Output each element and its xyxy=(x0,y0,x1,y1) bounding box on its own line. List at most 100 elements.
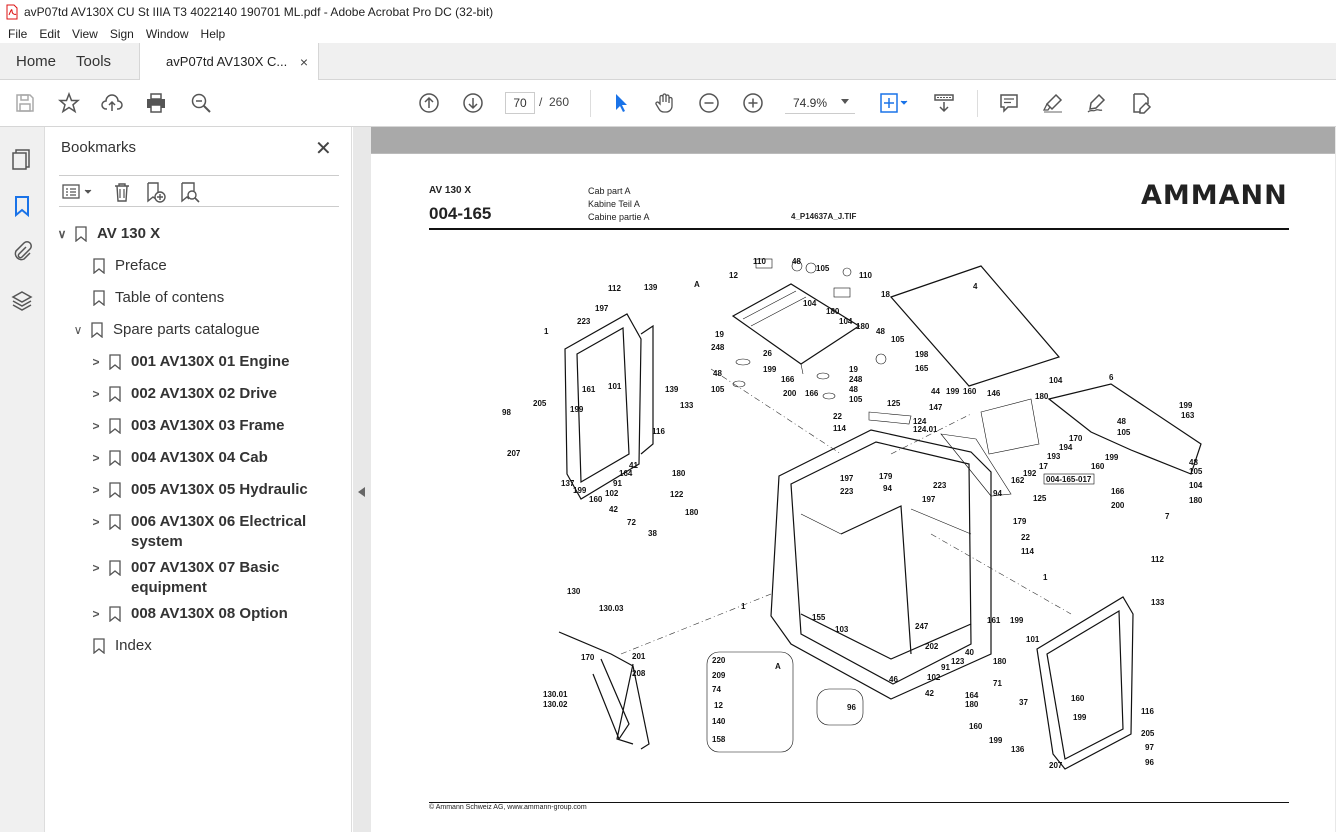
callout-label: 160 xyxy=(969,722,983,731)
zoom-select[interactable]: 74.9% xyxy=(785,92,855,114)
print-icon[interactable] xyxy=(144,91,168,115)
callout-label: 72 xyxy=(627,518,636,527)
bookmark-star-icon[interactable] xyxy=(57,91,81,115)
prev-page-icon[interactable] xyxy=(417,91,441,115)
menu-edit[interactable]: Edit xyxy=(39,26,61,41)
chevron-right-icon[interactable]: > xyxy=(92,451,100,465)
edit-pdf-icon[interactable] xyxy=(1129,91,1153,115)
bookmark-item[interactable]: > 004 AV130X 04 Cab xyxy=(89,448,268,468)
bookmark-item[interactable]: Index xyxy=(73,636,152,656)
callout-label: 165 xyxy=(915,364,929,373)
callout-label: 197 xyxy=(922,495,936,504)
bookmark-item[interactable]: > 003 AV130X 03 Frame xyxy=(89,416,284,436)
bookmarks-toolbar xyxy=(59,175,339,207)
callout-label: 130 xyxy=(567,587,581,596)
chevron-right-icon[interactable]: > xyxy=(92,387,100,401)
bookmark-item[interactable]: > 002 AV130X 02 Drive xyxy=(89,384,277,404)
tab-tools[interactable]: Tools xyxy=(76,53,112,70)
chevron-right-icon[interactable]: > xyxy=(92,607,100,621)
bookmark-item[interactable]: > 001 AV130X 01 Engine xyxy=(89,352,289,372)
next-page-icon[interactable] xyxy=(461,91,485,115)
page-separator: / xyxy=(539,95,543,109)
callout-label: 139 xyxy=(644,283,658,292)
callout-label: A xyxy=(775,662,781,671)
zoom-in-icon[interactable] xyxy=(741,91,765,115)
chevron-down-icon[interactable]: ∨ xyxy=(73,323,83,337)
bookmark-icon xyxy=(109,606,121,622)
hand-icon[interactable] xyxy=(653,91,677,115)
page-total: 260 xyxy=(549,95,570,109)
callout-label: 197 xyxy=(595,304,609,313)
tab-home[interactable]: Home xyxy=(16,53,57,70)
document-view[interactable]: AV 130 X 004-165 Cab part A Kabine Teil … xyxy=(353,127,1336,832)
menu-sign[interactable]: Sign xyxy=(109,26,134,41)
delete-bookmark-icon[interactable] xyxy=(111,181,133,203)
menu-view[interactable]: View xyxy=(72,26,98,41)
callout-label: 48 xyxy=(849,385,858,394)
upload-icon[interactable] xyxy=(100,91,124,115)
bookmark-item[interactable]: ∨ Spare parts catalogue xyxy=(71,320,260,340)
tab-close-icon[interactable]: × xyxy=(299,53,309,70)
menu-window[interactable]: Window xyxy=(145,26,189,41)
chevron-right-icon[interactable]: > xyxy=(92,561,100,575)
callout-label: 130.02 xyxy=(543,700,568,709)
bookmark-item[interactable]: > 005 AV130X 05 Hydraulic xyxy=(89,480,308,500)
bookmark-item[interactable]: > 007 AV130X 07 Basic equipment xyxy=(89,558,321,598)
find-bookmark-icon[interactable] xyxy=(178,181,200,203)
model-label: AV 130 X xyxy=(429,185,472,196)
menu-file[interactable]: File xyxy=(8,26,28,41)
chevron-right-icon[interactable]: > xyxy=(92,483,100,497)
zoom-out-icon[interactable] xyxy=(697,91,721,115)
bookmark-item[interactable]: Preface xyxy=(73,256,167,276)
callout-label: 1 xyxy=(741,602,746,611)
callout-label: 105 xyxy=(711,385,725,394)
callout-label: 94 xyxy=(993,489,1002,498)
callout-label: 180 xyxy=(672,469,686,478)
bookmark-label: AV 130 X xyxy=(97,225,161,242)
callout-label: 105 xyxy=(1189,467,1203,476)
bookmarks-panel-icon[interactable] xyxy=(10,194,34,218)
zoom-search-icon[interactable] xyxy=(189,91,213,115)
sign-icon[interactable] xyxy=(1085,91,1109,115)
page-thumbnails-icon[interactable] xyxy=(10,147,34,171)
bookmark-label: 005 AV130X 05 Hydraulic xyxy=(131,481,308,498)
scroll-mode-icon[interactable] xyxy=(932,91,956,115)
toolbar-divider xyxy=(590,90,591,117)
page-number-input[interactable]: 70 xyxy=(505,92,535,114)
bookmark-item[interactable]: > 008 AV130X 08 Option xyxy=(89,604,288,624)
select-arrow-icon[interactable] xyxy=(609,91,633,115)
chevron-down-icon[interactable]: ∨ xyxy=(57,227,67,241)
callout-label: 179 xyxy=(879,472,893,481)
close-icon[interactable]: ✕ xyxy=(315,138,332,160)
bookmark-item[interactable]: > 006 AV130X 06 Electrical system xyxy=(89,512,321,552)
callout-label: 116 xyxy=(1141,707,1154,716)
callout-label: 104 xyxy=(803,299,817,308)
layers-icon[interactable] xyxy=(10,289,34,313)
tab-document[interactable]: avP07td AV130X C... × xyxy=(139,43,320,80)
bookmark-item[interactable]: ∨ AV 130 X xyxy=(55,224,160,244)
callout-label: 223 xyxy=(840,487,854,496)
bookmark-icon xyxy=(109,418,121,434)
reference-label[interactable]: 004-165-017 xyxy=(1046,475,1092,484)
callout-label: 201 xyxy=(632,652,646,661)
bookmark-label: 007 AV130X 07 Basic equipment xyxy=(131,559,280,596)
chevron-right-icon[interactable]: > xyxy=(92,515,100,529)
fit-page-icon[interactable] xyxy=(877,91,911,115)
chevron-right-icon[interactable]: > xyxy=(92,355,100,369)
bookmark-label: 001 AV130X 01 Engine xyxy=(131,353,290,370)
callout-label: 48 xyxy=(792,257,801,266)
callout-label: 247 xyxy=(915,622,929,631)
collapse-panel-icon[interactable] xyxy=(358,487,365,497)
attachments-icon[interactable] xyxy=(10,240,34,264)
menu-help[interactable]: Help xyxy=(200,26,226,41)
comment-icon[interactable] xyxy=(997,91,1021,115)
bookmark-item[interactable]: Table of contens xyxy=(73,288,224,308)
bookmark-options-icon[interactable] xyxy=(61,181,95,203)
highlight-icon[interactable] xyxy=(1041,91,1065,115)
save-icon[interactable] xyxy=(13,91,37,115)
chevron-right-icon[interactable]: > xyxy=(92,419,100,433)
callout-label: 166 xyxy=(781,375,795,384)
new-bookmark-icon[interactable] xyxy=(144,181,166,203)
title-bar: avP07td AV130X CU St IIIA T3 4022140 190… xyxy=(0,0,1336,24)
menu-bar: File Edit View Sign Window Help xyxy=(0,24,1336,43)
